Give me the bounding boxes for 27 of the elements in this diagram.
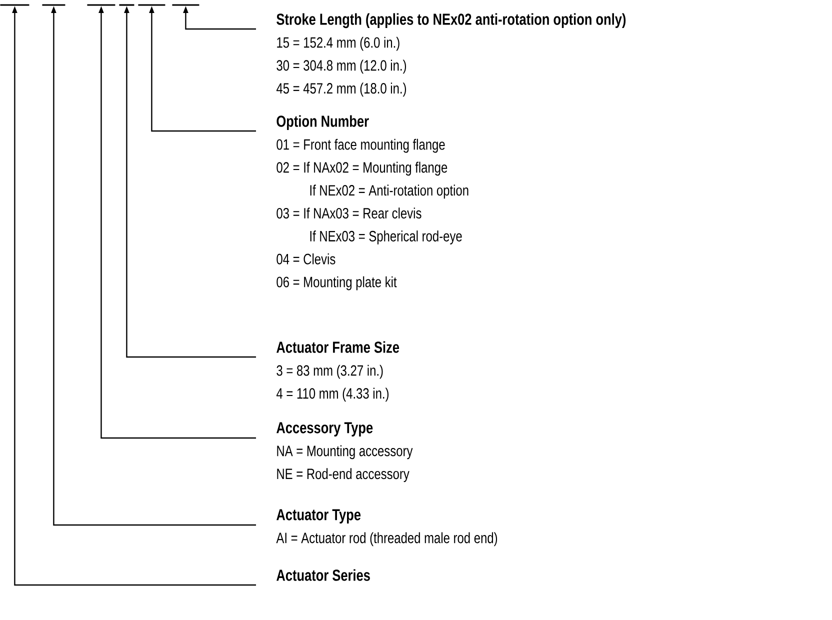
blank-line (0, 4, 30, 6)
option-text: 15 = 152.4 mm (6.0 in.) (277, 36, 400, 51)
option-text: AI = Actuator rod (threaded male rod end) (276, 532, 498, 546)
heading: Option Number (276, 115, 369, 130)
blank-line (138, 4, 166, 6)
heading: Stroke Length (applies to NEx02 anti-rotation option only) (276, 13, 626, 28)
blank-line (119, 4, 134, 6)
option-text: 4 = 110 mm (4.33 in.) (276, 388, 388, 402)
option-text: 06 = Mounting plate kit (276, 276, 397, 290)
option-text: 03 = If NAx03 = Rear clevis (276, 208, 422, 219)
option-text: NA = Mounting accessory (277, 445, 413, 460)
option-text: If NEx03 = Spherical rod-eye (310, 230, 462, 244)
option-text: If NEx02 = Anti-rotation option (310, 184, 468, 199)
option-text: 01 = Front face mounting flange (276, 138, 445, 153)
option-text: 02 = If NAx02 = Mounting flange (276, 162, 448, 176)
blank-line (87, 4, 116, 6)
heading: Actuator Type (276, 509, 361, 524)
heading: Accessory Type (276, 422, 373, 436)
option-text: 04 = Clevis (276, 253, 336, 264)
option-text: 30 = 304.8 mm (12.0 in.) (276, 60, 406, 74)
heading: Actuator Frame Size (276, 341, 400, 353)
option-text: NE = Rod-end accessory (277, 468, 410, 482)
blank-line (172, 4, 200, 6)
option-text: 3 = 83 mm (3.27 in.) (276, 364, 383, 379)
blank-line (42, 4, 66, 6)
option-text: 45 = 457.2 mm (18.0 in.) (276, 82, 406, 97)
heading: Actuator Series (276, 569, 370, 581)
